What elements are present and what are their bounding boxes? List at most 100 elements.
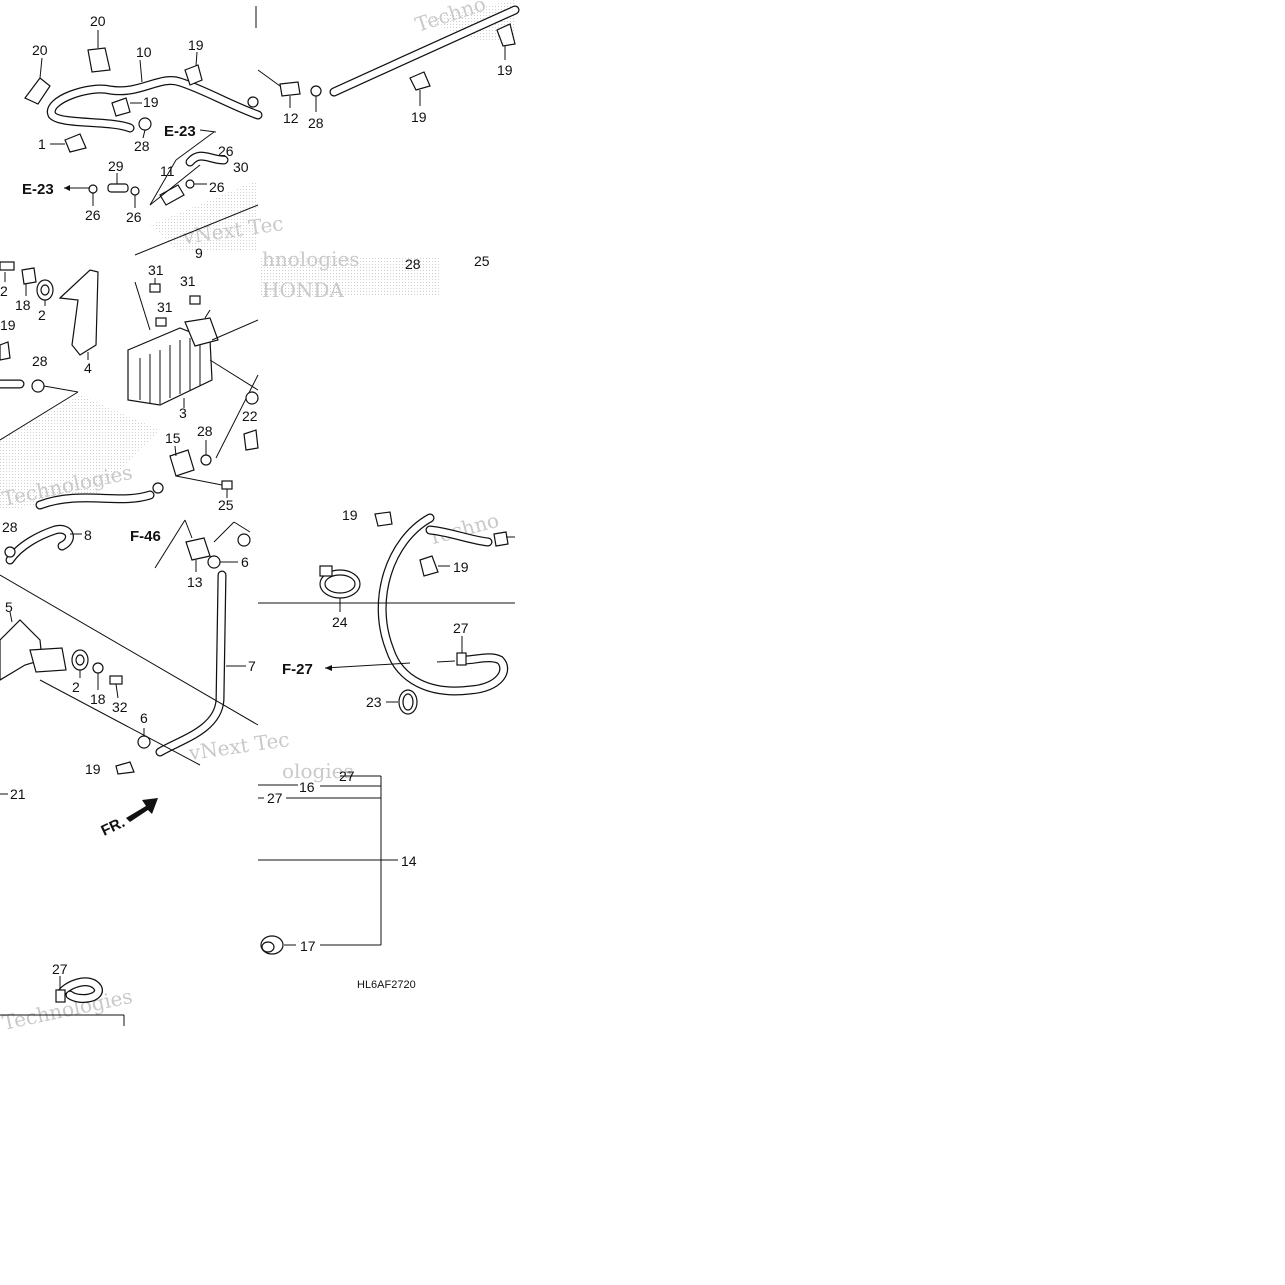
callout: 29 bbox=[108, 158, 124, 174]
callout: 2 bbox=[72, 679, 80, 695]
bolt-part bbox=[0, 261, 15, 271]
hose-clip-part bbox=[496, 23, 516, 47]
callout: 4 bbox=[84, 360, 92, 376]
hose-clip-part bbox=[0, 341, 11, 361]
callout: 19 bbox=[0, 317, 16, 333]
callout: 26 bbox=[218, 143, 234, 159]
reference-label: E-23 bbox=[22, 181, 54, 198]
clip-part bbox=[88, 184, 98, 194]
watermark: ologies bbox=[282, 759, 354, 783]
grommet-part bbox=[75, 654, 85, 666]
callout: 19 bbox=[497, 62, 513, 78]
hose-clip-part bbox=[419, 555, 439, 577]
reference-label: F-46 bbox=[130, 528, 161, 545]
callout: 12 bbox=[283, 110, 299, 126]
hose-band-part bbox=[200, 454, 212, 466]
callout: 26 bbox=[85, 207, 101, 223]
hose-clip-part bbox=[374, 511, 393, 527]
callout: 27 bbox=[453, 620, 469, 636]
callout: 19 bbox=[453, 559, 469, 575]
hose-clip-part bbox=[111, 97, 131, 117]
hose-band-part bbox=[207, 555, 221, 569]
callout: 18 bbox=[90, 691, 106, 707]
collar-part bbox=[92, 662, 104, 674]
callout: 13 bbox=[187, 574, 203, 590]
hose-clip-part bbox=[493, 531, 509, 547]
callout: 15 bbox=[165, 430, 181, 446]
callout: 25 bbox=[474, 253, 490, 269]
callout: 27 bbox=[339, 768, 355, 784]
hose-band-part bbox=[310, 85, 322, 97]
bolt-part bbox=[109, 675, 123, 685]
grommet-part bbox=[40, 284, 50, 296]
shading-patch bbox=[420, 0, 515, 40]
callout: 19 bbox=[411, 109, 427, 125]
callout: 10 bbox=[136, 44, 152, 60]
hose-band-part bbox=[4, 546, 16, 558]
callout: 27 bbox=[52, 961, 68, 977]
hose-clip-part bbox=[115, 761, 135, 775]
grommet-part bbox=[245, 391, 259, 405]
callout: 5 bbox=[5, 599, 13, 615]
hose-clamp-part bbox=[87, 47, 111, 73]
panel-bottom-middle: 27 16 27 14 17 HL6AF2720 bbox=[258, 768, 417, 991]
front-direction-arrow: FR. bbox=[99, 798, 158, 840]
small-hose-part bbox=[107, 183, 129, 193]
callout: 28 bbox=[2, 519, 18, 535]
callout: 2 bbox=[0, 283, 8, 299]
clip-part bbox=[456, 652, 467, 666]
shading-patch bbox=[260, 258, 440, 296]
bolt-part bbox=[221, 480, 233, 490]
callout: 6 bbox=[140, 710, 148, 726]
callout: 23 bbox=[366, 694, 382, 710]
direction-label: FR. bbox=[99, 814, 128, 840]
callout: 20 bbox=[32, 42, 48, 58]
valve-part bbox=[159, 184, 185, 206]
watermark-layer: Techno vNext Tec hnologies HONDA Technol… bbox=[0, 0, 515, 1035]
callout: 21 bbox=[10, 786, 26, 802]
callout: 17 bbox=[300, 938, 316, 954]
callout: 16 bbox=[299, 779, 315, 795]
callout: 32 bbox=[112, 699, 128, 715]
bracket-part bbox=[58, 269, 99, 356]
callout: 26 bbox=[209, 179, 225, 195]
callout: 18 bbox=[15, 297, 31, 313]
bracket-part bbox=[29, 647, 67, 673]
shading-patch bbox=[0, 395, 160, 510]
callout: 28 bbox=[308, 115, 324, 131]
diagram-code: HL6AF2720 bbox=[357, 979, 416, 991]
clip-part bbox=[243, 429, 259, 451]
callout: 1 bbox=[38, 136, 46, 152]
callout: 31 bbox=[148, 262, 164, 278]
callout: 24 bbox=[332, 614, 348, 630]
panel-bottom-left: FR. 21 27 bbox=[0, 786, 158, 1026]
callout: 26 bbox=[126, 209, 142, 225]
hose-clip-part bbox=[409, 71, 431, 91]
bolt-part bbox=[149, 283, 161, 293]
callout: 19 bbox=[85, 761, 101, 777]
callout: 7 bbox=[248, 658, 256, 674]
callout: 2 bbox=[38, 307, 46, 323]
callout: 14 bbox=[401, 853, 417, 869]
hose-band-part bbox=[324, 574, 356, 594]
callout: 20 bbox=[90, 13, 106, 29]
hose-band-part bbox=[237, 533, 251, 547]
callout: 28 bbox=[197, 423, 213, 439]
callout: 3 bbox=[179, 405, 187, 421]
callout: 6 bbox=[241, 554, 249, 570]
hose-band-part bbox=[319, 565, 333, 577]
callout: 28 bbox=[405, 256, 421, 272]
connector-part bbox=[279, 81, 301, 97]
callout: 19 bbox=[143, 94, 159, 110]
bracket-part bbox=[64, 133, 87, 153]
callout: 28 bbox=[32, 353, 48, 369]
callout: 19 bbox=[342, 507, 358, 523]
callout: 9 bbox=[195, 245, 203, 261]
callout: 30 bbox=[233, 159, 249, 175]
clip-part bbox=[130, 186, 140, 196]
panel-top-left: 20 20 10 19 19 1 28 E-23 26 29 11 30 E-2… bbox=[22, 13, 263, 261]
bolt-part bbox=[189, 295, 201, 305]
bolt-part bbox=[155, 317, 167, 327]
hose-band-part bbox=[152, 482, 164, 494]
callout: 11 bbox=[160, 163, 175, 179]
